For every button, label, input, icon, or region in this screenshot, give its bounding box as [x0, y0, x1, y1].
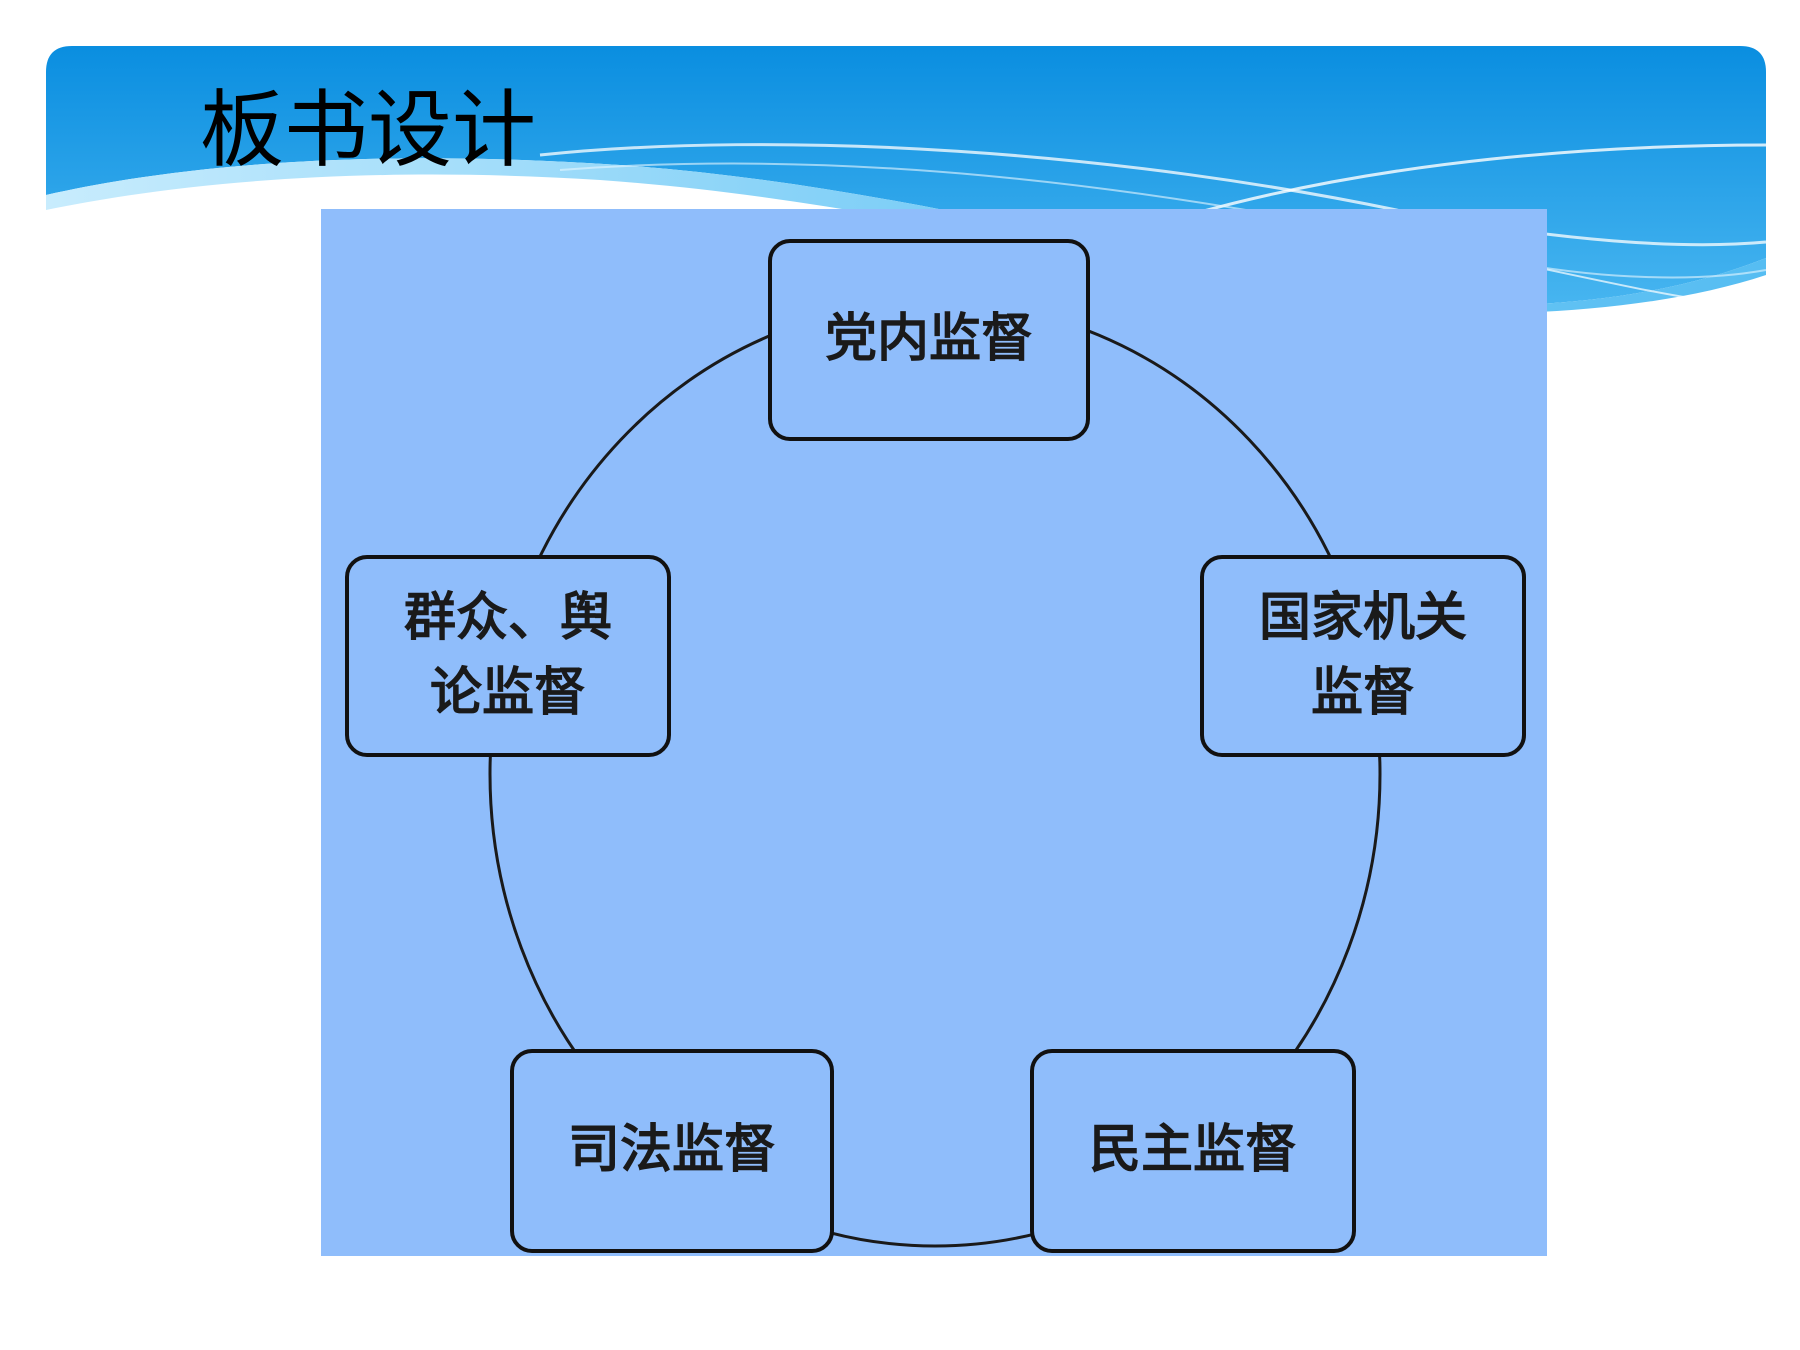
banner-stripe-1	[539, 143, 1767, 247]
node-judicial-supervision: 司法监督	[510, 1049, 834, 1253]
node-democratic-supervision: 民主监督	[1030, 1049, 1356, 1253]
banner-stripe-2	[1199, 143, 1767, 214]
node-label: 司法监督	[567, 1120, 776, 1181]
diagram-panel: 党内监督 国家机关 监督 民主监督 司法监督 群众、舆 论监督	[321, 209, 1547, 1256]
banner-stripe-4	[1539, 267, 1721, 303]
banner-wave	[46, 158, 1766, 314]
slide-title: 板书设计	[200, 81, 537, 179]
node-party-supervision: 党内监督	[768, 239, 1090, 441]
node-state-organ-supervision: 国家机关 监督	[1200, 555, 1526, 757]
node-label: 民主监督	[1088, 1120, 1297, 1181]
node-label: 国家机关 监督	[1258, 587, 1467, 723]
node-public-opinion-supervision: 群众、舆 论监督	[345, 555, 671, 757]
node-label: 群众、舆 论监督	[403, 587, 612, 723]
node-label: 党内监督	[824, 309, 1033, 370]
